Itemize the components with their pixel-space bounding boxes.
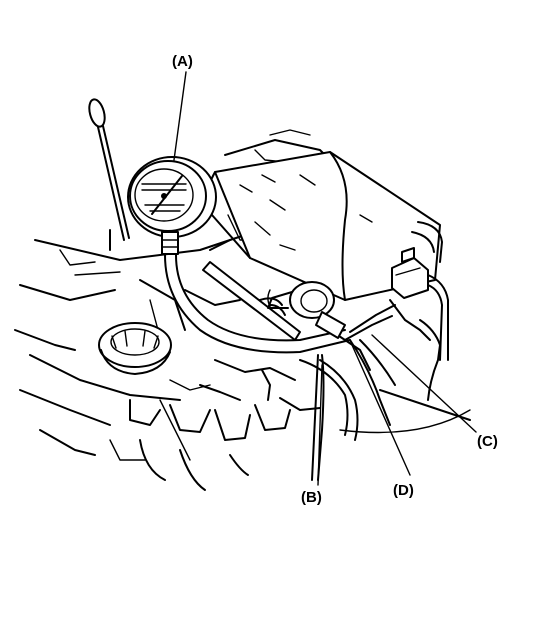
- vacuum-valve: [267, 281, 346, 339]
- intake-manifold: [109, 359, 321, 491]
- engine-right-side: [299, 299, 471, 441]
- label-b: (B): [301, 489, 322, 506]
- vacuum-gauge: [127, 156, 217, 255]
- hose-tee-joint: [311, 304, 396, 481]
- gauge-hose: [164, 254, 351, 354]
- label-a: (A): [172, 53, 193, 70]
- dipstick: [88, 98, 130, 241]
- callout-labels: (A) (B) (C) (D): [172, 53, 498, 506]
- label-d: (D): [393, 482, 414, 499]
- label-c: (C): [477, 433, 498, 450]
- leader-lines: [173, 71, 477, 486]
- oil-filler-cap: [98, 322, 172, 375]
- sensor-connector: [391, 247, 449, 361]
